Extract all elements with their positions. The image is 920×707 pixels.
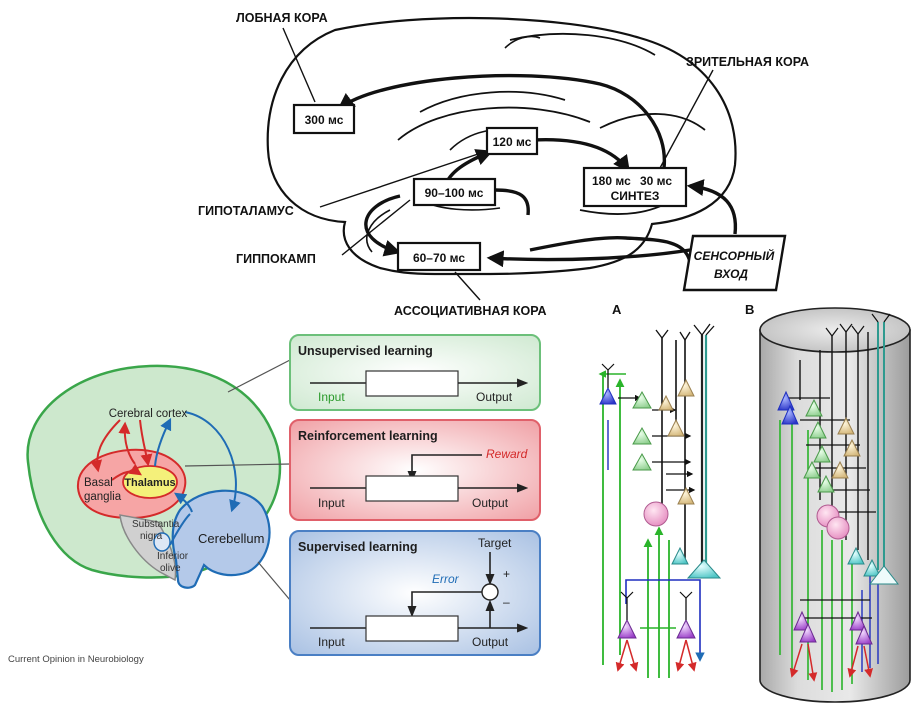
substantia-nigra-label-1: Substantia	[132, 519, 180, 530]
box-300ms-text: 300 мс	[305, 113, 344, 127]
basal-ganglia-label-2: ganglia	[84, 491, 122, 503]
reinforcement-input-label: Input	[318, 496, 345, 510]
supervised-input-label: Input	[318, 635, 345, 649]
inferior-olive-label-1: Inferior	[157, 551, 189, 562]
cortical-circuit-diagram: A B	[598, 302, 911, 703]
target-label: Target	[478, 536, 512, 550]
learning-brain-diagram: Cerebral cortex Basal ganglia Thalamus S…	[8, 334, 541, 665]
sensory-input-line2: ВХОД	[714, 267, 748, 281]
error-label: Error	[432, 572, 460, 586]
box-60-70ms	[396, 241, 482, 272]
frontal-cortex-label: ЛОБНАЯ КОРА	[236, 11, 328, 25]
source-credit: Current Opinion in Neurobiology	[8, 654, 144, 665]
box-90-100ms	[412, 177, 497, 207]
thalamus-label: Thalamus	[124, 477, 175, 489]
box-120ms-text: 120 мс	[493, 135, 532, 149]
unsupervised-input-label: Input	[318, 390, 345, 404]
unsupervised-title: Unsupervised learning	[298, 344, 433, 358]
supervised-panel: Supervised learning Target + – Error Inp…	[289, 530, 541, 656]
hypothalamus-label: ГИПОТАЛАМУС	[198, 204, 294, 218]
synthesis-box	[582, 166, 688, 208]
panel-a-circuit	[598, 323, 722, 678]
supervised-output-label: Output	[472, 635, 509, 649]
sensory-input-box	[682, 234, 787, 292]
synthesis-time-b: 30 мс	[640, 174, 672, 188]
substantia-nigra-label-2: nigra	[140, 531, 163, 542]
sensory-input-line1: СЕНСОРНЫЙ	[694, 247, 775, 263]
supervised-title: Supervised learning	[298, 540, 417, 554]
plus-sign: +	[503, 567, 510, 581]
minus-sign: –	[503, 595, 510, 609]
synthesis-label: СИНТЕЗ	[611, 189, 660, 203]
reinforcement-title: Reinforcement learning	[298, 429, 438, 443]
brain-outline	[266, 16, 737, 276]
box-300ms	[292, 103, 356, 135]
reinforcement-panel: Reinforcement learning Reward Input Outp…	[289, 419, 541, 521]
panel-b-cylinder	[759, 307, 911, 703]
synthesis-time-a: 180 мс	[592, 174, 631, 188]
reward-label: Reward	[486, 447, 528, 461]
box-60-70ms-text: 60–70 мс	[413, 251, 465, 265]
basal-ganglia-label-1: Basal	[84, 477, 113, 489]
memory-loop-diagram: ЛОБНАЯ КОРА ЗРИТЕЛЬНАЯ КОРА ГИПОТАЛАМУС …	[198, 11, 809, 318]
cerebellum-label: Cerebellum	[198, 531, 264, 546]
box-120ms	[485, 126, 539, 156]
inferior-olive-shape	[153, 532, 171, 552]
unsupervised-output-label: Output	[476, 390, 513, 404]
panel-a-label: A	[612, 302, 622, 317]
reinforcement-output-label: Output	[472, 496, 509, 510]
panel-b-label: B	[745, 302, 754, 317]
box-90-100ms-text: 90–100 мс	[425, 186, 484, 200]
inferior-olive-label-2: olive	[160, 563, 181, 574]
comparator-node	[481, 583, 499, 601]
visual-cortex-label: ЗРИТЕЛЬНАЯ КОРА	[686, 55, 809, 69]
cerebellum-shape	[171, 489, 271, 589]
cerebral-cortex-label: Cerebral cortex	[109, 408, 188, 420]
hippocampus-label: ГИППОКАМП	[236, 252, 316, 266]
associative-cortex-label: АССОЦИАТИВНАЯ КОРА	[394, 304, 546, 318]
unsupervised-panel: Unsupervised learning Input Output	[289, 334, 541, 411]
